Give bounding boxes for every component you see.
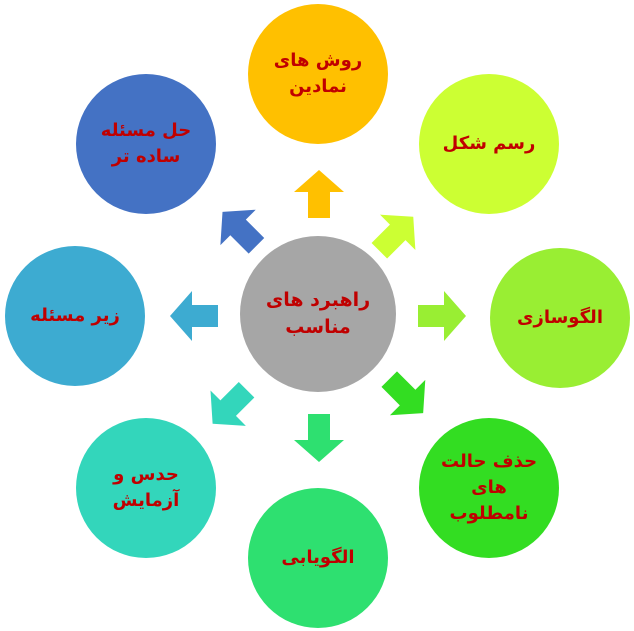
node-top-label: روش های نمادین [273, 50, 363, 97]
center-label: راهبرد های مناسب [265, 289, 371, 338]
arrow-top-shape [294, 170, 344, 218]
center-circle: راهبرد های مناسب [240, 236, 396, 392]
arrow-top-left-shape [220, 209, 265, 254]
node-top-right-label: رسم شکل [442, 133, 536, 154]
arrow-top-right-shape [371, 214, 416, 259]
arrow-top-right [371, 214, 416, 259]
node-bottom-right: حذف حالت های نامطلوب [419, 418, 559, 558]
arrow-left-shape [170, 291, 218, 341]
node-top-left-label: حل مسئله ساده تر [100, 120, 192, 167]
node-top-left: حل مسئله ساده تر [76, 74, 216, 214]
node-bottom: الگویابی [248, 488, 388, 628]
node-bottom-left: حدس و آزمایش [76, 418, 216, 558]
node-bottom-left-label: حدس و آزمایش [112, 464, 180, 511]
node-right-label: الگوسازی [516, 307, 603, 328]
arrow-bottom [294, 414, 344, 462]
node-left: زیر مسئله [5, 246, 145, 386]
node-bottom-label: الگویابی [281, 547, 355, 568]
arrow-bottom-left [210, 381, 255, 426]
node-top: روش های نمادین [248, 4, 388, 144]
arrow-bottom-right-shape [381, 371, 426, 416]
arrow-left [170, 291, 218, 341]
arrow-right-shape [418, 291, 466, 341]
node-bottom-right-label: حذف حالت های نامطلوب [440, 451, 538, 524]
arrow-right [418, 291, 466, 341]
node-top-right: رسم شکل [419, 74, 559, 214]
arrow-top-left [220, 209, 265, 254]
node-left-label: زیر مسئله [30, 305, 120, 326]
arrow-top [294, 170, 344, 218]
arrow-bottom-right [381, 371, 426, 416]
arrow-bottom-left-shape [210, 381, 255, 426]
arrow-bottom-shape [294, 414, 344, 462]
node-right: الگوسازی [490, 248, 630, 388]
